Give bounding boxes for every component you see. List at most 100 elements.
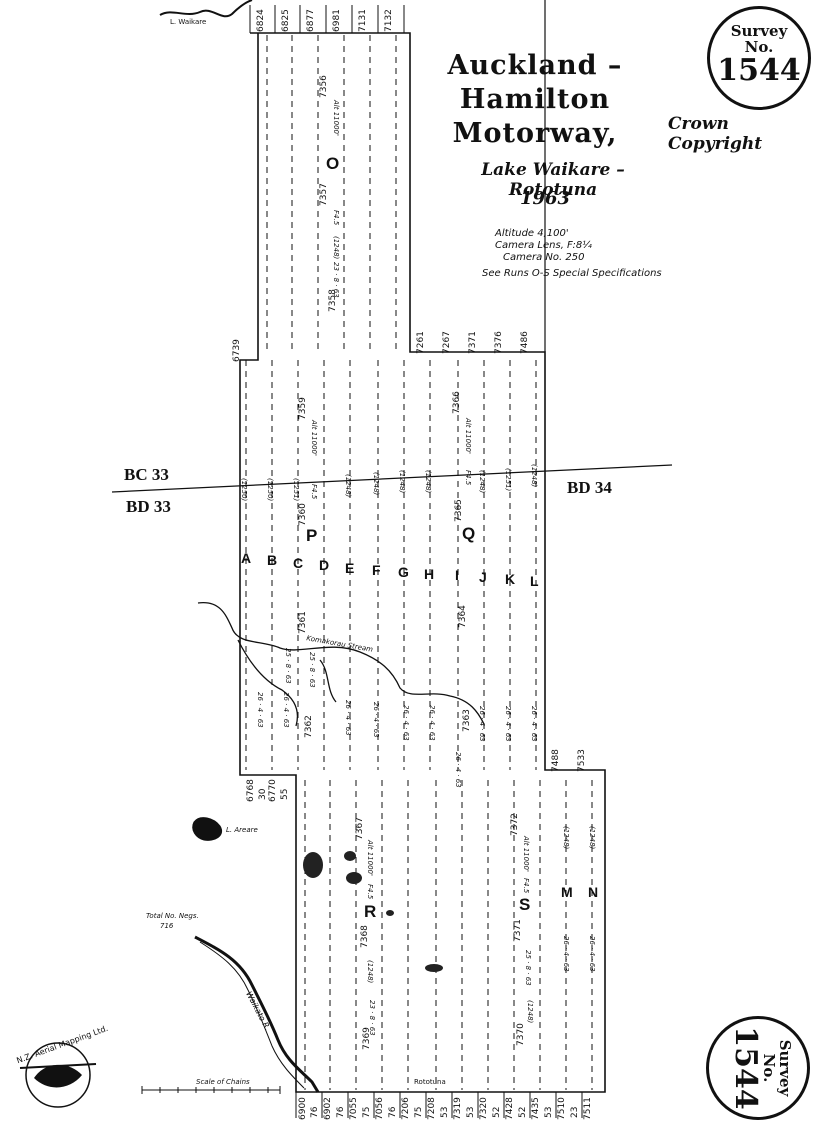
photo-number: 7357 <box>319 183 329 206</box>
nz-aerial-mapping-logo <box>19 1042 97 1108</box>
run-letter-k: K <box>505 571 516 587</box>
bottom-index-number: 76 <box>336 1106 346 1118</box>
photo-number: 7362 <box>304 715 314 738</box>
survey-badge-bottom: Survey No. 1544 <box>706 1016 810 1120</box>
annotation-date: 26 · 4 · 63 <box>256 692 264 728</box>
sheet-bd33: BD 33 <box>126 497 171 516</box>
label-lake-areare: L. Areare <box>226 826 258 834</box>
annotation-cam: (1250) <box>266 478 274 502</box>
top-index-number: 6825 <box>281 9 291 32</box>
annotation-date: 26 · 4 · 63 <box>428 705 436 741</box>
bottom-index-number: 53 <box>544 1106 554 1118</box>
annotation-cam: (1248) <box>562 826 570 850</box>
annotation-f45: F4.5 <box>310 484 318 500</box>
komakorau-stream <box>197 602 485 727</box>
bottom-index-number: 75 <box>362 1106 372 1118</box>
annotation-date: 26 · 4 · 63 <box>402 705 410 741</box>
annotation-alt: Alt 11000' <box>310 420 318 456</box>
annotation-date: 26 · 4 · 63 <box>530 706 538 742</box>
bottom-index-number: 7320 <box>479 1097 489 1120</box>
annotation-alt: Alt 11000' <box>522 836 530 872</box>
bottom-index-number: 7435 <box>531 1097 541 1120</box>
lake-waikare-shore <box>159 0 253 18</box>
bottom-index-number: 53 <box>440 1106 450 1118</box>
bottom-index-number: 7056 <box>375 1097 385 1120</box>
sheet-boundary-horizontal <box>111 464 673 493</box>
annotation-date: 26 · 4 · 63 <box>588 936 596 972</box>
survey-badge-top: Survey No. 1544 <box>707 6 811 110</box>
annotation-cam: (1248) <box>526 1000 534 1024</box>
lake-areare <box>192 817 222 841</box>
spec-lens: Camera Lens, F:8¼ <box>495 240 592 251</box>
annotation-cam: (1248) <box>478 470 486 494</box>
spec-camera: Camera No. 250 <box>503 252 585 263</box>
annotation-cam: (1250) <box>240 478 248 502</box>
bottom-index-number: 52 <box>518 1106 528 1118</box>
run-letter-b: B <box>267 552 278 568</box>
bottom-index-number: 76 <box>310 1106 320 1118</box>
title-line-1: Auckland – <box>447 50 623 81</box>
small-lakes <box>303 851 443 972</box>
badge-word-no: No. <box>744 38 774 56</box>
run-letter-e: E <box>345 560 355 576</box>
mid-index-number: 7376 <box>494 331 504 354</box>
annotation-f45: F4.5 <box>366 884 374 900</box>
scale-label: Scale of Chains <box>196 1078 250 1086</box>
run-s: S <box>519 895 531 914</box>
bottom-index-number: 7319 <box>453 1097 463 1120</box>
waikato-river <box>194 935 320 1093</box>
annotation-cam: (1251) <box>292 478 300 502</box>
photo-number: 7366 <box>452 391 462 414</box>
flight-lines-middle <box>245 360 537 770</box>
bottom-index-number: 53 <box>466 1106 476 1118</box>
run-q: Q <box>462 524 476 543</box>
mid-index-number: 7371 <box>468 331 478 354</box>
run-p: P <box>306 526 318 545</box>
lower-left-number: 6768 <box>246 779 256 802</box>
photo-number: 7365 <box>454 499 464 522</box>
title-line-2: Hamilton <box>459 84 611 115</box>
annotation-date: 26 · 4 · 63 <box>344 700 352 736</box>
photo-number: 7363 <box>462 709 472 732</box>
photo-number: 7368 <box>360 925 370 948</box>
bottom-index-number: 7055 <box>349 1097 359 1120</box>
badge-word-survey: Survey <box>730 22 788 40</box>
sheet-bd34: BD 34 <box>567 478 612 497</box>
annotation-date: 26 · 4 · 63 <box>372 702 380 738</box>
bottom-index-number: 6902 <box>323 1097 333 1120</box>
badge-word-survey: Survey <box>776 1039 794 1097</box>
run-letter-h: H <box>424 566 435 582</box>
annotation-cam: (1248) <box>366 960 374 984</box>
top-index-number: 7132 <box>384 9 394 32</box>
annotation-cam: (1248) <box>344 474 352 498</box>
bottom-index-ticks <box>295 1091 605 1118</box>
annotation-alt: Alt 11000' <box>366 840 374 876</box>
badge-number: 1544 <box>717 53 801 88</box>
annotation-alt: Alt 11000' <box>332 100 340 136</box>
annotation-date: 26 · 4 · 63 <box>562 936 570 972</box>
total-negs-label: Total No. Negs. <box>146 912 199 920</box>
bottom-index-number: 7208 <box>427 1097 437 1120</box>
annotation-f45: F4.5 <box>464 470 472 486</box>
flight-lines-lower <box>304 780 593 1090</box>
run-letter-l: L <box>530 573 539 589</box>
bottom-index-number: 7206 <box>401 1097 411 1120</box>
bottom-index-number: 23 <box>570 1106 580 1118</box>
total-negs-value: 716 <box>160 922 174 930</box>
run-m: M <box>561 884 573 900</box>
mid-index-number: 6739 <box>232 339 242 362</box>
bottom-index-number: 7428 <box>505 1097 515 1120</box>
bottom-index-number: 7511 <box>583 1097 593 1120</box>
bottom-index-number: 7510 <box>557 1097 567 1120</box>
annotation-date: 26 · 4 · 63 <box>282 692 290 728</box>
spec-note: See Runs O-S Special Specifications <box>482 268 662 279</box>
photo-number: 7367 <box>355 817 365 840</box>
crown-copyright: Crown Copyright <box>668 114 763 154</box>
annotation-cam: (1248) <box>332 236 340 260</box>
annotation-cam: (1251) <box>504 468 512 492</box>
run-o: O <box>326 154 340 173</box>
annotation-date: 26 · 4 · 63 <box>454 752 462 788</box>
waikato-river-bank <box>199 941 305 1089</box>
run-letter-f: F <box>372 562 381 578</box>
